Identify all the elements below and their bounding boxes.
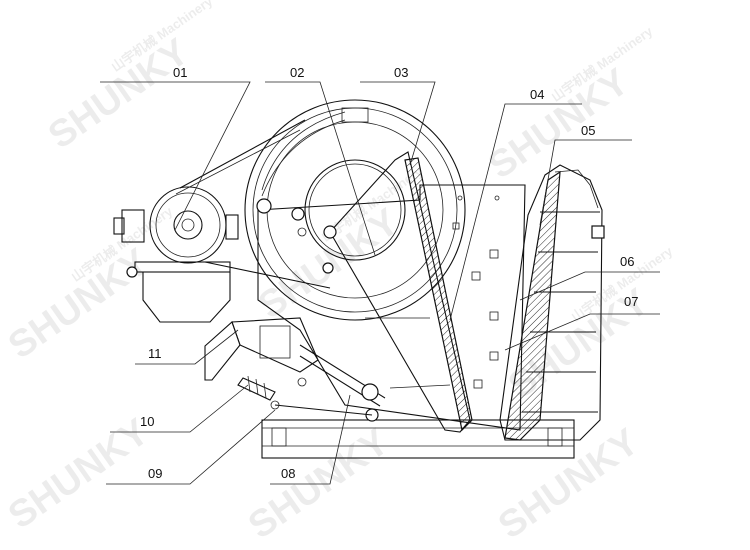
leader-06 <box>519 271 660 301</box>
leader-05 <box>539 139 632 226</box>
callout-label-02: 02 <box>290 65 304 80</box>
fixed-jaw-assembly <box>499 164 605 441</box>
leader-02 <box>265 81 376 256</box>
watermark-brand: SHUNKY <box>1 241 157 367</box>
crusher-housing <box>257 184 526 431</box>
leader-01 <box>100 81 251 231</box>
callout-label-10: 10 <box>140 414 154 429</box>
movable-jaw <box>322 151 473 433</box>
callout-label-03: 03 <box>394 65 408 80</box>
watermark-brand: SHUNKY <box>1 411 157 537</box>
callout-label-07: 07 <box>624 294 638 309</box>
callout-label-05: 05 <box>581 123 595 138</box>
leader-04 <box>449 103 582 321</box>
watermark-brand: SHUNKY <box>481 61 637 187</box>
callout-labels: 01 02 03 04 05 06 07 08 09 10 11 <box>140 65 638 481</box>
toggle-mechanism <box>204 317 386 422</box>
watermark-brand: SHUNKY <box>41 31 197 157</box>
leader-09 <box>106 409 276 485</box>
callout-label-09: 09 <box>148 466 162 481</box>
callout-label-08: 08 <box>281 466 295 481</box>
leader-lines <box>100 81 660 485</box>
leader-08 <box>270 394 351 485</box>
motor-pulley <box>113 119 331 323</box>
callout-label-01: 01 <box>173 65 187 80</box>
flywheel <box>244 99 466 321</box>
leader-10 <box>110 384 249 433</box>
callout-label-06: 06 <box>620 254 634 269</box>
leader-11 <box>135 329 239 365</box>
leader-03 <box>360 81 436 166</box>
callout-label-04: 04 <box>530 87 544 102</box>
callout-label-11: 11 <box>148 346 162 361</box>
leader-07 <box>504 313 660 351</box>
